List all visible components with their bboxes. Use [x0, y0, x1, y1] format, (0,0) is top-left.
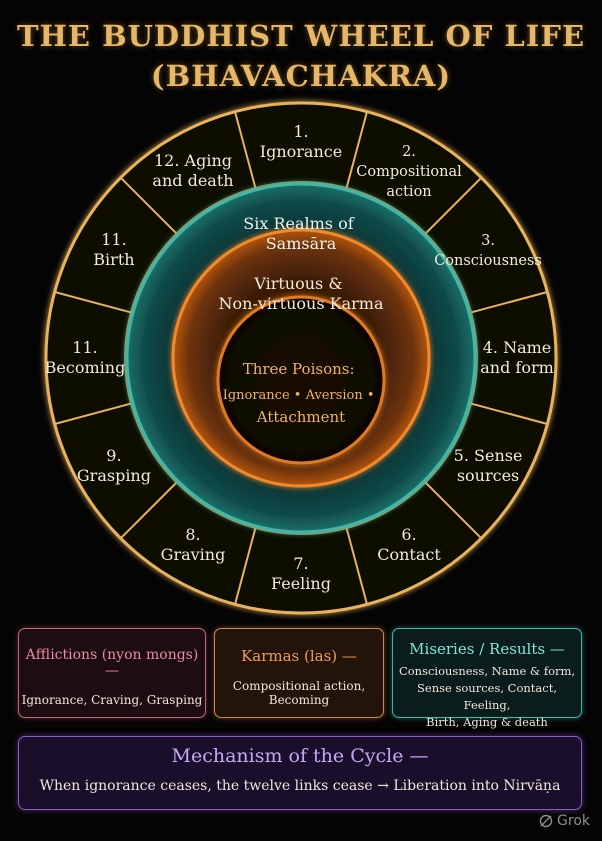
karma-line-1: Virtuous &	[253, 274, 342, 293]
poisons-line-2: Attachment	[256, 408, 345, 426]
grok-logo-icon	[539, 814, 553, 828]
link-label-line: 11.	[72, 338, 97, 357]
link-label-line: Ignorance	[260, 142, 342, 161]
miseries-text: Consciousness, Name & form, Sense source…	[393, 663, 581, 731]
spoke	[424, 481, 483, 540]
miseries-line-3: Birth, Aging & death	[426, 715, 548, 729]
link-label-line: Birth	[93, 250, 134, 269]
link-label-line: 1.	[293, 122, 308, 141]
karmas-box: Karmas (las) — Compositional action, Bec…	[214, 628, 384, 718]
spoke	[345, 527, 368, 605]
wheel-of-life-diagram: 1.Ignorance 2. Compositional action 3. Consci…	[44, 101, 558, 615]
link-label-2: 2. Compositional action	[356, 144, 462, 200]
spoke	[345, 111, 368, 189]
poisons-label: Three Poisons: Ignorance • Aversion • At…	[223, 360, 380, 426]
mechanism-heading: Mechanism of the Cycle —	[171, 745, 429, 767]
link-labels: 1.Ignorance 2. Compositional action 3. Consci…	[45, 122, 554, 593]
mechanism-box: Mechanism of the Cycle — When ignorance …	[18, 736, 582, 810]
link-label-line: 9.	[106, 446, 121, 465]
link-label-line: Feeling	[271, 574, 331, 593]
link-label-6: 6.Contact	[377, 525, 441, 564]
miseries-heading: Miseries / Results —	[409, 640, 565, 658]
link-label-1: 1.Ignorance	[260, 122, 342, 161]
link-label-10: 11.Becoming	[45, 338, 126, 377]
page-title: THE BUDDHIST WHEEL OF LIFE	[16, 19, 586, 53]
link-label-line: and death	[152, 171, 233, 190]
watermark-text: Grok	[557, 813, 590, 829]
link-label-line: Consciousness	[434, 253, 542, 269]
spoke	[119, 481, 178, 540]
karmas-heading: Karmas (las) —	[241, 647, 357, 665]
karma-label: Virtuous & Non-virtuous Karma	[219, 274, 384, 313]
spoke	[234, 111, 257, 189]
spoke	[470, 402, 548, 425]
karmas-text: Compositional action, Becoming	[232, 679, 366, 707]
link-label-line: 12. Aging	[154, 151, 232, 170]
link-label-line: sources	[457, 466, 519, 485]
afflictions-box: Afflictions (nyon mongs) — Ignorance, Cr…	[18, 628, 206, 718]
miseries-line-1: Consciousness, Name & form,	[398, 664, 576, 678]
spoke	[54, 402, 132, 425]
link-label-line: Graving	[161, 545, 226, 564]
link-label-line: 3.	[481, 233, 495, 249]
link-label-line: 2.	[402, 144, 416, 160]
miseries-line-2: Sense sources, Contact, Feeling,	[417, 681, 557, 712]
mechanism-text: When ignorance ceases, the twelve links …	[39, 778, 561, 794]
spoke	[424, 176, 483, 235]
link-label-line: action	[386, 184, 431, 200]
spoke	[119, 176, 178, 235]
grok-watermark: Grok	[539, 813, 590, 829]
link-label-line: Grasping	[77, 466, 151, 485]
realms-line-2: Samsāra	[266, 234, 337, 253]
link-label-line: Compositional	[356, 164, 462, 180]
spokes	[54, 111, 548, 605]
link-label-line: 7.	[293, 554, 308, 573]
afflictions-heading: Afflictions (nyon mongs) —	[25, 647, 199, 679]
inner-spoke-ring	[124, 181, 478, 535]
spoke	[470, 291, 548, 314]
afflictions-text: Ignorance, Craving, Grasping	[21, 693, 203, 707]
link-label-line: 6.	[401, 525, 416, 544]
link-label-11: 11.Birth	[93, 230, 134, 269]
poisons-core	[216, 295, 386, 465]
link-label-line: 11.	[101, 230, 126, 249]
link-label-line: and form	[480, 358, 554, 377]
link-label-line: Contact	[377, 545, 441, 564]
poisons-line-1: Ignorance • Aversion •	[223, 388, 375, 403]
link-label-8: 8.Graving	[161, 525, 226, 564]
link-label-3: 3. Consciousness	[434, 233, 542, 269]
karma-line-2: Non-virtuous Karma	[219, 294, 384, 313]
link-label-line: 8.	[185, 525, 200, 544]
miseries-box: Miseries / Results — Consciousness, Name…	[392, 628, 582, 729]
link-label-line: 5. Sense	[454, 446, 523, 465]
link-label-7: 7.Feeling	[271, 554, 331, 593]
realms-line-1: Six Realms of	[243, 214, 354, 233]
poisons-heading: Three Poisons:	[243, 360, 355, 378]
page-subtitle: (BHAVACHAKRA)	[150, 59, 452, 93]
spoke	[234, 527, 257, 605]
link-label-line: Becoming	[45, 358, 126, 377]
link-label-9: 9.Grasping	[77, 446, 151, 485]
realms-label: Six Realms of Samsāra	[243, 214, 358, 253]
spoke	[54, 291, 132, 314]
link-label-line: 4. Name	[483, 338, 552, 357]
